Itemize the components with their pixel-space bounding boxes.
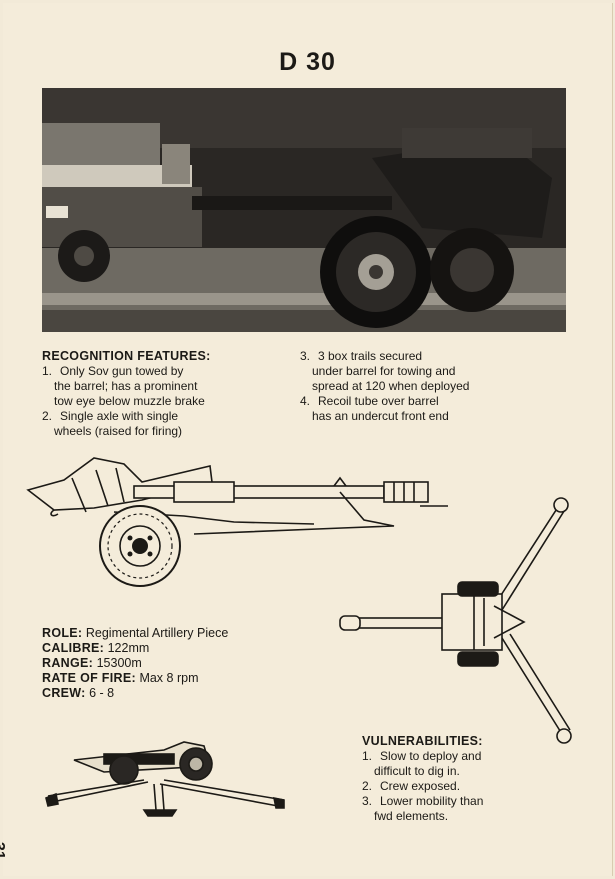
vulnerabilities: VULNERABILITIES: 1. Slow to deploy and d… [362, 734, 562, 824]
item-number: 4. [300, 394, 311, 408]
item-line: Lower mobility than [380, 794, 484, 808]
spec-role: ROLE: Regimental Artillery Piece [42, 626, 228, 641]
item-line: fwd elements. [374, 809, 449, 823]
list-item: 3. Lower mobility than fwd elements. [362, 794, 562, 824]
spec-rate-of-fire: RATE OF FIRE: Max 8 rpm [42, 671, 228, 686]
item-line: spread at 120 when deployed [312, 379, 470, 393]
spec-label: RANGE: [42, 656, 94, 670]
item-line: wheels (raised for firing) [54, 424, 183, 438]
list-item: 2. Single axle with single wheels (raise… [42, 409, 282, 439]
list-item: 1. Slow to deploy and difficult to dig i… [362, 749, 562, 779]
photo-towed-gun [42, 88, 566, 332]
recognition-heading: RECOGNITION FEATURES: [42, 349, 211, 363]
item-line: 3 box trails secured [318, 349, 423, 363]
list-item: 3. 3 box trails secured under barrel for… [300, 349, 530, 394]
item-number: 3. [300, 349, 311, 363]
item-line: Slow to deploy and [380, 749, 482, 763]
item-line: under barrel for towing and [312, 364, 456, 378]
spec-value: Regimental Artillery Piece [85, 626, 229, 640]
item-line: Crew exposed. [380, 779, 461, 793]
deployed-gun-drawing [45, 741, 285, 817]
page-number: 31 [0, 842, 7, 860]
list-item: 2. Crew exposed. [362, 779, 562, 794]
spec-range: RANGE: 15300m [42, 656, 228, 671]
spec-calibre: CALIBRE: 122mm [42, 641, 228, 656]
item-line: the barrel; has a prominent [54, 379, 198, 393]
item-line: Single axle with single [60, 409, 179, 423]
spec-label: RATE OF FIRE: [42, 671, 136, 685]
specifications: ROLE: Regimental Artillery Piece CALIBRE… [42, 626, 228, 701]
item-line: tow eye below muzzle brake [54, 394, 205, 408]
item-line: Recoil tube over barrel [318, 394, 439, 408]
spec-value: 15300m [96, 656, 142, 670]
side-view-drawing [26, 457, 448, 587]
top-view-drawing [339, 497, 572, 744]
spec-label: CALIBRE: [42, 641, 105, 655]
recognition-features-cont: 3. 3 box trails secured under barrel for… [300, 349, 530, 424]
item-number: 1. [42, 364, 53, 378]
item-line: Only Sov gun towed by [60, 364, 184, 378]
spec-value: 122mm [107, 641, 150, 655]
spec-value: 6 - 8 [89, 686, 115, 700]
item-line: has an undercut front end [312, 409, 449, 423]
item-number: 1. [362, 749, 373, 763]
item-number: 2. [42, 409, 53, 423]
item-number: 2. [362, 779, 373, 793]
spec-label: ROLE: [42, 626, 83, 640]
spec-value: Max 8 rpm [139, 671, 199, 685]
item-number: 3. [362, 794, 373, 808]
vulnerabilities-heading: VULNERABILITIES: [362, 734, 483, 748]
list-item: 1. Only Sov gun towed by the barrel; has… [42, 364, 282, 409]
recognition-features: RECOGNITION FEATURES: 1. Only Sov gun to… [42, 349, 282, 439]
spec-crew: CREW: 6 - 8 [42, 686, 228, 701]
item-line: difficult to dig in. [374, 764, 460, 778]
list-item: 4. Recoil tube over barrel has an underc… [300, 394, 530, 424]
page-title: D 30 [279, 48, 336, 76]
spec-label: CREW: [42, 686, 86, 700]
